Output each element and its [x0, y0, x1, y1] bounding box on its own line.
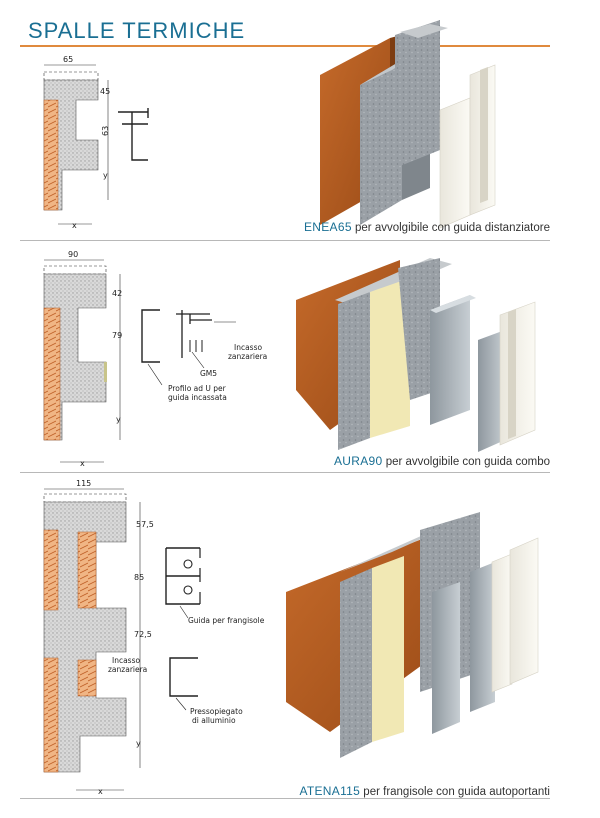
atena115-mid-dim: 85	[134, 573, 144, 582]
atena115-code: ATENA115	[299, 784, 361, 798]
atena115-incasso-label: Incasso	[112, 656, 140, 665]
enea65-section-drawing: 65 45 63 y x	[43, 20, 496, 230]
enea65-mid-dim: 63	[101, 126, 110, 136]
separator-2	[20, 472, 550, 473]
aura90-zanzariera-label: zanzariera	[228, 352, 267, 361]
atena115-zanzariera-label: zanzariera	[108, 665, 147, 674]
aura90-description: per avvolgibile con guida combo	[382, 456, 550, 468]
aura90-caption: AURA90 per avvolgibile con guida combo	[334, 454, 550, 468]
enea65-width-dim: 65	[63, 55, 73, 64]
aura90-section-drawing: 90 42 79 y Incasso zanzariera GM5 Profil…	[43, 250, 536, 468]
atena115-guida-label: Guida per frangisole	[188, 616, 265, 625]
aura90-3d-render	[296, 258, 536, 452]
enea65-description: per avvolgibile con guida distanziatore	[351, 222, 550, 234]
atena115-3d-render	[286, 512, 539, 758]
page-title: SPALLE TERMICHE	[28, 18, 246, 43]
atena115-low-dim: 72,5	[134, 630, 152, 639]
panel-enea65: 65 45 63 y x ENEA65 per avvo	[0, 0, 600, 240]
enea65-3d-render	[320, 20, 496, 229]
separator-1	[20, 240, 550, 241]
aura90-code: AURA90	[334, 454, 383, 468]
atena115-x-dim: x	[98, 787, 103, 796]
atena115-presso-label-2: di alluminio	[192, 716, 236, 725]
aura90-x-dim: x	[80, 459, 85, 468]
aura90-gm5-label: GM5	[200, 369, 217, 378]
atena115-presso-label-1: Pressopiegato	[190, 707, 243, 716]
atena115-section-drawing: 115 57,5 85 72,5 y Guida per frangisole …	[43, 479, 539, 796]
enea65-x-dim: x	[72, 221, 77, 230]
enea65-top-dim: 45	[100, 87, 110, 96]
aura90-profilo-label-1: Profilo ad U per	[168, 384, 227, 393]
panel-atena115: 115 57,5 85 72,5 y Guida per frangisole …	[0, 472, 600, 818]
atena115-top-dim: 57,5	[136, 520, 154, 529]
aura90-profilo-label-2: guida incassata	[168, 393, 227, 402]
panel-aura90: 90 42 79 y Incasso zanzariera GM5 Profil…	[0, 240, 600, 472]
atena115-caption: ATENA115 per frangisole con guida autopo…	[299, 784, 550, 798]
aura90-incasso-label: Incasso	[234, 343, 262, 352]
atena115-width-dim: 115	[76, 479, 91, 488]
separator-3	[20, 798, 550, 799]
aura90-mid-dim: 79	[112, 331, 122, 340]
title-rule	[20, 45, 550, 47]
atena115-y-dim: y	[136, 739, 141, 748]
enea65-y-dim: y	[103, 171, 108, 180]
atena115-description: per frangisole con guida autoportanti	[360, 786, 550, 798]
enea65-caption: ENEA65 per avvolgibile con guida distanz…	[304, 220, 550, 234]
aura90-top-dim: 42	[112, 289, 122, 298]
aura90-width-dim: 90	[68, 250, 78, 259]
enea65-code: ENEA65	[303, 220, 352, 234]
aura90-y-dim: y	[116, 415, 121, 424]
